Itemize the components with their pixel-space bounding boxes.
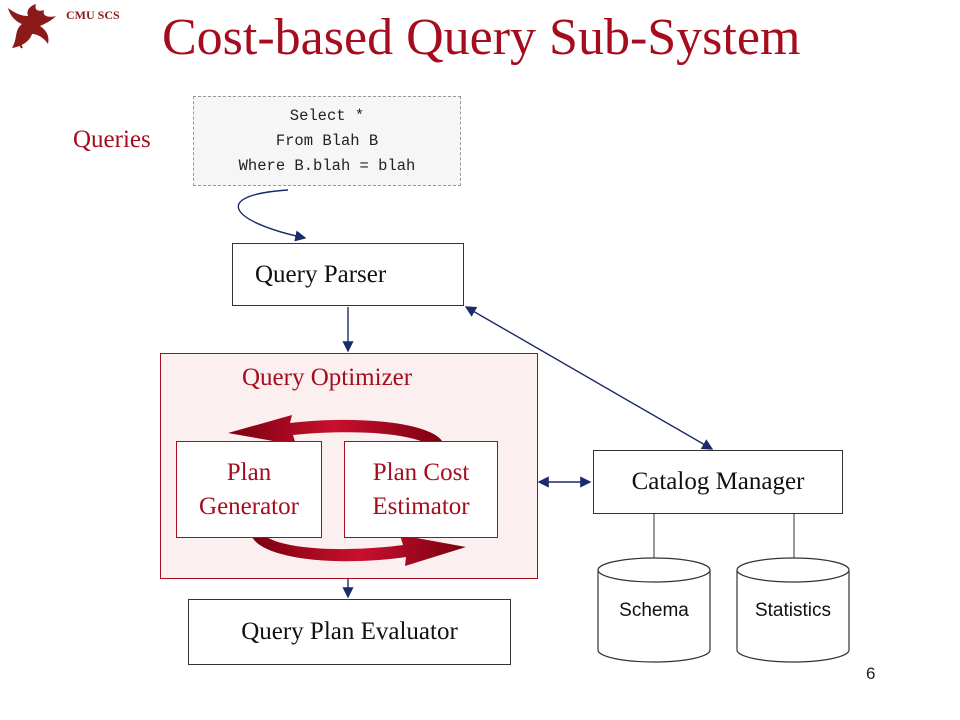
- sql-line: Where B.blah = blah: [238, 156, 416, 175]
- bottom-cycle-arrow: [252, 535, 466, 566]
- sql-line: From Blah B: [275, 131, 379, 150]
- plan-generator-line: Generator: [199, 492, 299, 520]
- statistics-cylinder: [736, 557, 850, 663]
- plan-generator-line: Plan: [226, 458, 272, 486]
- catalog-manager-box: Catalog Manager: [593, 450, 843, 514]
- plan-cost-estimator-box: Plan Cost Estimator: [344, 441, 498, 538]
- sql-line: Select *: [289, 106, 365, 125]
- plan-cost-estimator-line: Estimator: [372, 492, 470, 520]
- plan-cost-estimator-line: Plan Cost: [372, 458, 470, 486]
- query-parser-box: Query Parser: [232, 243, 464, 306]
- slide-title: Cost-based Query Sub-System: [162, 9, 801, 66]
- cmu-griffin-logo-icon: [8, 4, 56, 49]
- queries-label: Queries: [73, 126, 151, 153]
- sql-query-box: Select * From Blah B Where B.blah = blah: [193, 96, 461, 186]
- query-plan-evaluator-box: Query Plan Evaluator: [188, 599, 511, 665]
- statistics-label: Statistics: [754, 600, 832, 621]
- schema-cylinder: [597, 557, 711, 663]
- header-label: CMU SCS: [66, 8, 120, 22]
- top-cycle-arrow: [228, 415, 442, 447]
- schema-label: Schema: [619, 600, 689, 621]
- optimization-cycle-arrows: [228, 415, 466, 566]
- plan-generator-box: Plan Generator: [176, 441, 322, 538]
- parser-catalog-arrow: [464, 306, 714, 450]
- sql-to-parser-arrow: [237, 189, 307, 242]
- query-optimizer-label: Query Optimizer: [242, 364, 413, 391]
- page-number: 6: [866, 664, 876, 683]
